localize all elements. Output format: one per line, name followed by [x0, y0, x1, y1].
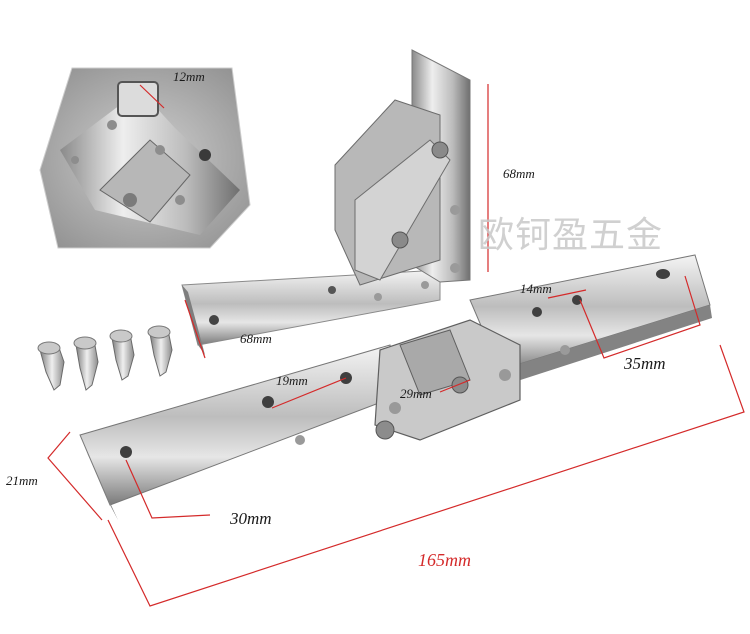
dim-line-14mm: [547, 289, 587, 299]
screw: [73, 336, 99, 391]
inset-closeup: [39, 67, 251, 249]
dimension-lines: [47, 84, 745, 607]
hinge-hole: [262, 396, 274, 408]
screws: [37, 325, 173, 391]
dimension-label-bracket-length: 68mm: [240, 331, 272, 346]
dimension-label-vertical-height: 68mm: [503, 166, 535, 181]
hinge-rivet: [499, 369, 511, 381]
bracket-rivet: [431, 141, 449, 159]
extended-hinge: [79, 254, 712, 520]
hinge-slot: [656, 269, 670, 279]
dim-line-165mm: [107, 344, 745, 607]
dimension-label-inset-thickness: 12mm: [173, 69, 205, 84]
dimension-label-width: 21mm: [6, 473, 38, 488]
inset-channel: [117, 81, 159, 117]
screw: [37, 341, 65, 391]
dim-line-19mm: [271, 377, 347, 409]
bracket-base: [181, 269, 441, 346]
dimension-label-offset-right: 35mm: [624, 354, 666, 373]
bracket-rivet: [421, 281, 429, 289]
bracket-rivet: [391, 231, 409, 249]
hinge-rivet: [560, 345, 570, 355]
dimension-label-total-length: 165mm: [418, 550, 471, 570]
inset-rivet: [107, 120, 117, 130]
dim-line-21mm: [47, 431, 103, 521]
hinge-rivet: [375, 420, 395, 440]
watermark: 欧钶盈五金: [478, 215, 664, 256]
hinge-right-flange: [500, 305, 712, 385]
inset-rivet: [175, 195, 185, 205]
hinge-hole: [532, 307, 542, 317]
hinge-hole: [572, 295, 582, 305]
dimension-label-offset-left: 30mm: [230, 509, 272, 528]
bracket-hole: [328, 286, 336, 294]
inset-rivet: [71, 156, 79, 164]
dimension-label-hole-spacing-left: 19mm: [276, 373, 308, 388]
dimension-label-center-width: 29mm: [400, 386, 432, 401]
dim-line-68mm-horizontal: [184, 299, 206, 359]
bracket-hole: [209, 315, 219, 325]
hinge-rivet: [451, 376, 469, 394]
bracket-rivet: [450, 263, 460, 273]
hinge-hole: [120, 446, 132, 458]
inset-arm: [99, 139, 191, 223]
dim-line-30mm: [125, 459, 211, 519]
hinge-rivet: [389, 402, 401, 414]
inset-hole: [199, 149, 211, 161]
folded-bracket: [181, 49, 471, 355]
dimension-label-hole-spacing-right: 14mm: [520, 281, 552, 296]
dim-line-29mm: [439, 379, 471, 393]
dim-line-12mm: [139, 84, 165, 109]
inset-rivet: [123, 193, 137, 207]
screw: [147, 325, 173, 377]
bracket-base-side: [182, 285, 205, 355]
bracket-rivet: [450, 205, 460, 215]
hinge-rivet: [295, 435, 305, 445]
inset-rivet: [155, 145, 165, 155]
screw: [109, 329, 135, 381]
bracket-rivet: [374, 293, 382, 301]
bracket-arm: [354, 139, 451, 281]
dim-line-35mm: [579, 275, 701, 359]
